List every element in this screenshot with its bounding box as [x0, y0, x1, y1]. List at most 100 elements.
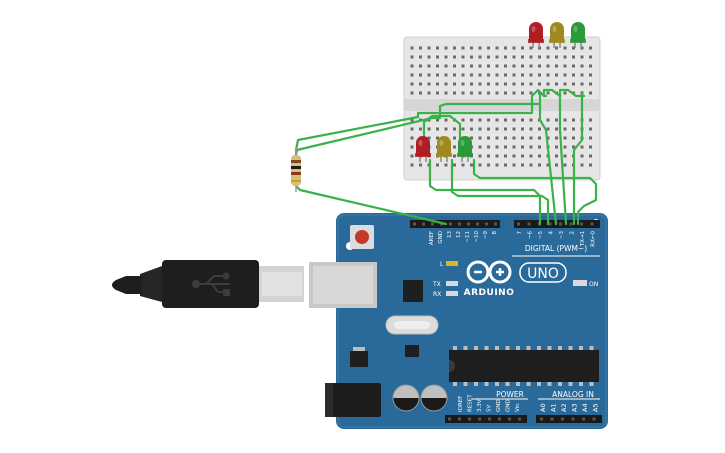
breadboard-hole[interactable] — [521, 55, 524, 59]
breadboard-hole[interactable] — [470, 118, 473, 122]
breadboard-hole[interactable] — [495, 64, 499, 68]
breadboard-hole[interactable] — [572, 73, 575, 77]
breadboard-hole[interactable] — [572, 127, 575, 131]
header-pin[interactable] — [413, 222, 416, 226]
header-pin[interactable] — [571, 417, 575, 421]
led-green-top[interactable] — [570, 22, 586, 48]
breadboard-hole[interactable] — [419, 82, 422, 86]
breadboard-hole[interactable] — [461, 73, 465, 77]
breadboard-hole[interactable] — [504, 136, 507, 140]
breadboard-hole[interactable] — [529, 46, 533, 50]
header-pin[interactable] — [592, 417, 596, 421]
header-pin[interactable] — [458, 417, 461, 421]
breadboard-hole[interactable] — [504, 127, 507, 131]
breadboard-hole[interactable] — [580, 82, 584, 86]
breadboard-hole[interactable] — [410, 127, 414, 131]
breadboard-hole[interactable] — [512, 73, 516, 77]
header-pin[interactable] — [458, 222, 461, 226]
header-pin[interactable] — [518, 417, 521, 421]
breadboard-hole[interactable] — [487, 46, 490, 50]
breadboard-hole[interactable] — [410, 145, 414, 149]
breadboard-hole[interactable] — [470, 91, 473, 95]
breadboard-hole[interactable] — [410, 163, 414, 167]
breadboard-hole[interactable] — [504, 118, 507, 122]
breadboard-hole[interactable] — [470, 55, 473, 59]
breadboard-hole[interactable] — [512, 118, 516, 122]
analog-header[interactable] — [536, 415, 602, 423]
breadboard-hole[interactable] — [589, 145, 592, 149]
header-pin[interactable] — [448, 417, 451, 421]
breadboard-hole[interactable] — [461, 55, 465, 59]
breadboard-hole[interactable] — [487, 82, 490, 86]
breadboard-hole[interactable] — [512, 91, 516, 95]
breadboard-hole[interactable] — [521, 73, 524, 77]
breadboard-hole[interactable] — [419, 73, 422, 77]
breadboard-hole[interactable] — [478, 55, 482, 59]
breadboard-hole[interactable] — [546, 73, 550, 77]
breadboard-hole[interactable] — [487, 118, 490, 122]
header-pin[interactable] — [561, 417, 564, 421]
header-pin[interactable] — [550, 417, 554, 421]
header-pin[interactable] — [468, 417, 471, 421]
breadboard-hole[interactable] — [461, 64, 465, 68]
breadboard-hole[interactable] — [436, 82, 439, 86]
breadboard-hole[interactable] — [529, 73, 533, 77]
breadboard-hole[interactable] — [563, 127, 567, 131]
breadboard-hole[interactable] — [529, 91, 533, 95]
breadboard-hole[interactable] — [470, 163, 473, 167]
breadboard-hole[interactable] — [555, 154, 558, 158]
breadboard-hole[interactable] — [538, 163, 541, 167]
breadboard-hole[interactable] — [504, 73, 507, 77]
breadboard-hole[interactable] — [478, 163, 482, 167]
breadboard-hole[interactable] — [410, 55, 414, 59]
breadboard-hole[interactable] — [504, 46, 507, 50]
wire-led-row-link[interactable] — [422, 114, 462, 142]
breadboard-hole[interactable] — [589, 118, 592, 122]
breadboard-hole[interactable] — [478, 73, 482, 77]
breadboard-hole[interactable] — [410, 82, 414, 86]
breadboard-hole[interactable] — [572, 136, 575, 140]
led-green-bottom[interactable] — [457, 136, 473, 162]
breadboard-hole[interactable] — [589, 136, 592, 140]
breadboard-hole[interactable] — [512, 136, 516, 140]
led-red-top[interactable] — [528, 22, 544, 48]
wire-led-yellow-lower[interactable] — [450, 158, 550, 226]
header-pin[interactable] — [476, 222, 479, 226]
breadboard-hole[interactable] — [563, 154, 567, 158]
usb-cable[interactable] — [112, 260, 304, 308]
header-pin[interactable] — [527, 222, 531, 226]
breadboard-hole[interactable] — [512, 64, 516, 68]
breadboard-hole[interactable] — [470, 127, 473, 131]
breadboard-hole[interactable] — [538, 136, 541, 140]
breadboard-hole[interactable] — [529, 154, 533, 158]
breadboard-hole[interactable] — [487, 136, 490, 140]
breadboard-hole[interactable] — [419, 127, 422, 131]
breadboard-hole[interactable] — [478, 46, 482, 50]
breadboard-hole[interactable] — [427, 136, 431, 140]
usb-port[interactable] — [309, 262, 377, 308]
breadboard-hole[interactable] — [453, 46, 456, 50]
breadboard-hole[interactable] — [453, 73, 456, 77]
breadboard-hole[interactable] — [572, 46, 575, 50]
breadboard-hole[interactable] — [529, 127, 533, 131]
dc-power-jack[interactable] — [325, 383, 381, 417]
breadboard-hole[interactable] — [419, 46, 422, 50]
breadboard-hole[interactable] — [521, 163, 524, 167]
breadboard-hole[interactable] — [521, 91, 524, 95]
breadboard-hole[interactable] — [453, 136, 456, 140]
breadboard-hole[interactable] — [487, 64, 490, 68]
breadboard-hole[interactable] — [589, 55, 592, 59]
header-pin[interactable] — [494, 222, 497, 226]
breadboard-hole[interactable] — [495, 154, 499, 158]
breadboard-hole[interactable] — [538, 82, 541, 86]
breadboard-hole[interactable] — [538, 73, 541, 77]
header-pin[interactable] — [485, 222, 488, 226]
breadboard-hole[interactable] — [572, 82, 575, 86]
breadboard-hole[interactable] — [555, 145, 558, 149]
header-pin[interactable] — [569, 222, 573, 226]
breadboard-hole[interactable] — [521, 118, 524, 122]
breadboard-hole[interactable] — [512, 46, 516, 50]
breadboard-hole[interactable] — [504, 154, 507, 158]
breadboard-hole[interactable] — [504, 145, 507, 149]
led-yellow-top[interactable] — [549, 22, 565, 48]
